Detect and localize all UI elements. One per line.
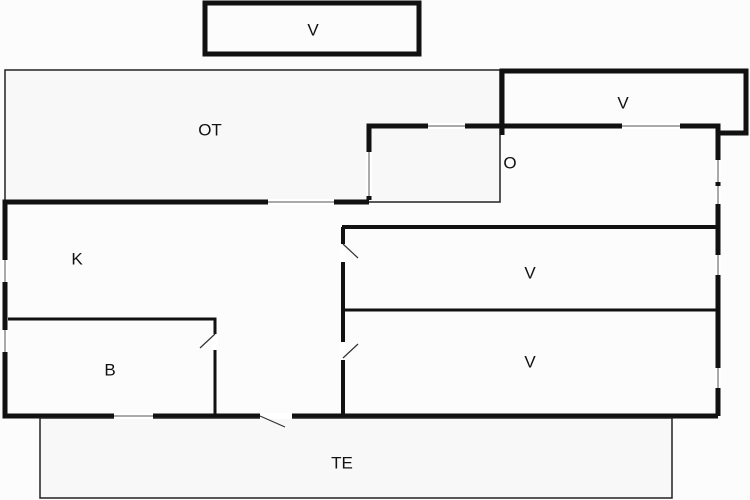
exterior-walls — [2, 199, 718, 419]
label-open-terrace: OT — [198, 120, 222, 139]
label-terrace: TE — [331, 453, 353, 472]
room-balcony-top — [202, 0, 422, 57]
room-balcony-right — [499, 68, 749, 136]
label-kitchen: K — [71, 249, 83, 268]
doors — [199, 243, 359, 428]
wall-bathroom — [8, 317, 217, 416]
room-terrace — [39, 417, 673, 499]
room-ot-area — [5, 70, 500, 200]
label-living: O — [503, 153, 516, 172]
label-balcony-top: V — [307, 20, 319, 39]
label-bedroom-2: V — [524, 352, 536, 371]
label-bathroom: B — [104, 360, 115, 379]
room-te-area — [40, 416, 672, 498]
label-bedroom-1: V — [524, 263, 536, 282]
label-balcony-right: V — [617, 93, 629, 112]
windows — [2, 123, 721, 419]
